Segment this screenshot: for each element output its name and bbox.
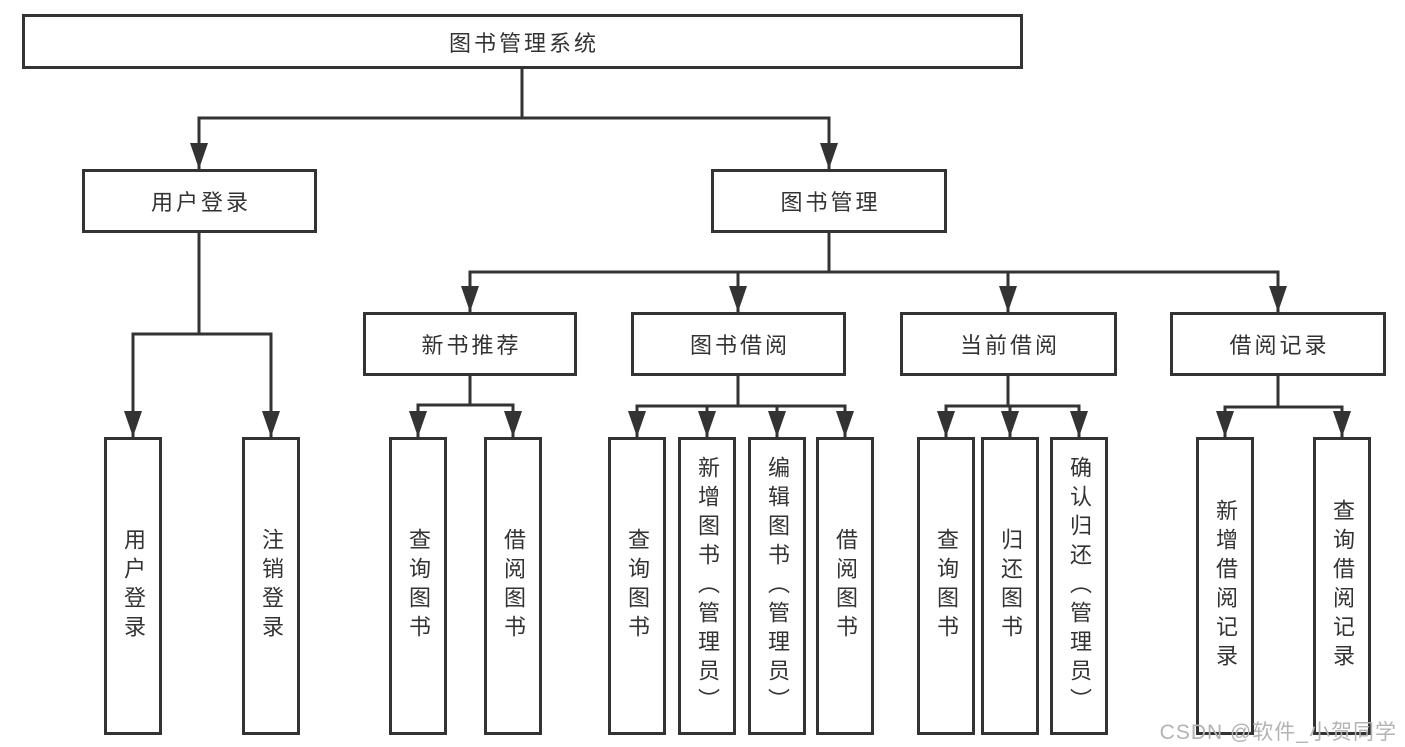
leaf-current-confirm-return-admin: 确认归还（管理员） <box>1050 437 1108 735</box>
leaf-current-query-books: 查询图书 <box>917 437 975 735</box>
leaf-borrowing-borrow-books-label: 借阅图书 <box>833 528 858 644</box>
node-book-management-label: 图书管理 <box>780 190 881 215</box>
leaf-borrowing-query-books-label: 查询图书 <box>625 528 650 644</box>
connector-user-login-children <box>124 233 280 437</box>
leaf-records-add-record-label: 新增借阅记录 <box>1213 499 1238 673</box>
node-current-borrowing: 当前借阅 <box>900 312 1117 376</box>
leaf-borrowing-add-books-admin-label: 新增图书（管理员） <box>695 455 720 717</box>
leaf-logout: 注销登录 <box>242 437 300 735</box>
leaf-borrowing-edit-books-admin-label: 编辑图书（管理员） <box>765 455 790 717</box>
node-borrow-records: 借阅记录 <box>1170 312 1386 376</box>
connector-borrow-record-children <box>1216 376 1351 437</box>
leaf-borrowing-add-books-admin: 新增图书（管理员） <box>678 437 736 735</box>
leaf-records-query-record: 查询借阅记录 <box>1313 437 1371 735</box>
connector-new-book-rec-children <box>409 376 522 437</box>
leaf-borrowing-query-books: 查询图书 <box>608 437 666 735</box>
node-book-management: 图书管理 <box>711 169 947 233</box>
connector-book-mgmt-children <box>461 233 1287 312</box>
leaf-logout-label: 注销登录 <box>259 528 284 644</box>
node-borrow-records-label: 借阅记录 <box>1229 333 1330 358</box>
leaf-current-confirm-return-admin-label: 确认归还（管理员） <box>1067 455 1092 717</box>
leaf-recommend-borrow-books: 借阅图书 <box>484 437 542 735</box>
node-library-system-label: 图书管理系统 <box>448 30 599 56</box>
leaf-current-return-books: 归还图书 <box>981 437 1039 735</box>
csdn-watermark: CSDN @软件_小贺同学 <box>1159 721 1397 744</box>
leaf-user-login-label: 用户登录 <box>121 528 146 644</box>
leaf-recommend-borrow-books-label: 借阅图书 <box>501 528 526 644</box>
node-library-system: 图书管理系统 <box>22 14 1023 69</box>
node-book-borrowing-label: 图书借阅 <box>689 333 790 358</box>
connector-book-borrow-children <box>628 376 854 437</box>
node-user-login: 用户登录 <box>82 169 317 233</box>
node-user-login-label: 用户登录 <box>150 190 251 215</box>
node-new-book-recommend-label: 新书推荐 <box>421 333 522 358</box>
leaf-recommend-query-books-label: 查询图书 <box>406 528 431 644</box>
node-current-borrowing-label: 当前借阅 <box>959 333 1060 358</box>
node-book-borrowing: 图书借阅 <box>631 312 846 376</box>
connector-root-to-level2 <box>190 69 838 169</box>
leaf-recommend-query-books: 查询图书 <box>389 437 447 735</box>
leaf-records-add-record: 新增借阅记录 <box>1196 437 1254 735</box>
connector-current-borrow-children <box>937 376 1088 437</box>
node-new-book-recommend: 新书推荐 <box>363 312 577 376</box>
leaf-borrowing-edit-books-admin: 编辑图书（管理员） <box>748 437 806 735</box>
leaf-current-query-books-label: 查询图书 <box>934 528 959 644</box>
leaf-records-query-record-label: 查询借阅记录 <box>1330 499 1355 673</box>
leaf-current-return-books-label: 归还图书 <box>998 528 1023 644</box>
leaf-user-login: 用户登录 <box>104 437 162 735</box>
leaf-borrowing-borrow-books: 借阅图书 <box>816 437 874 735</box>
